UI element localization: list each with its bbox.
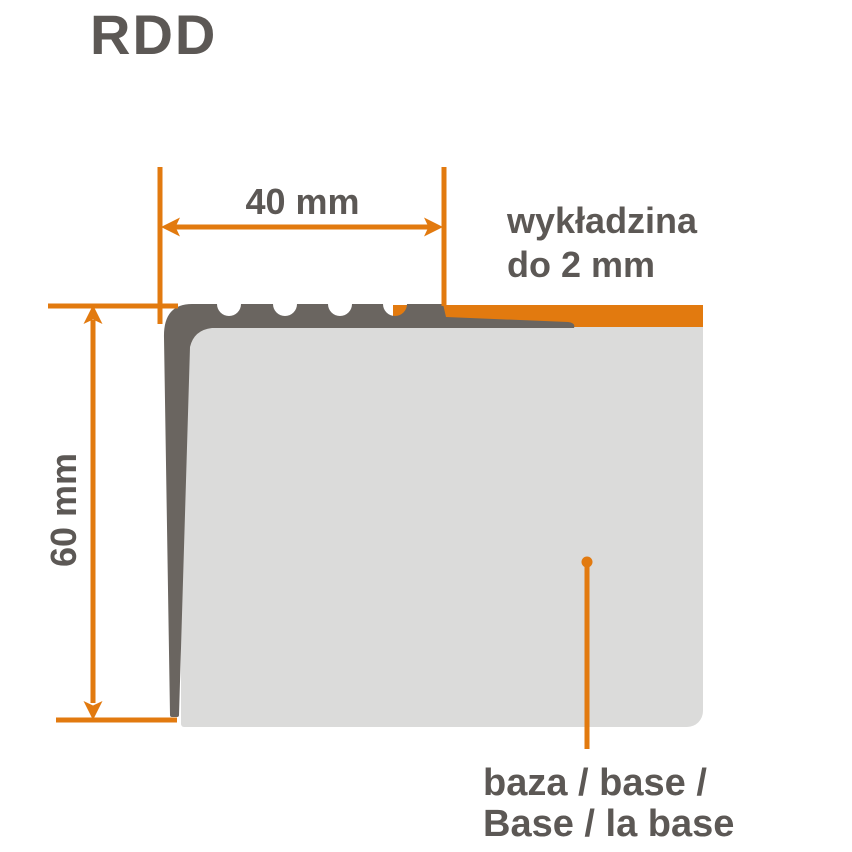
- dimension-width: [157, 167, 447, 324]
- covering-label-line2: do 2 mm: [507, 244, 656, 285]
- extension-line-right: [441, 167, 447, 306]
- arrow-up-icon: [83, 305, 103, 324]
- arrow-right-icon: [424, 217, 443, 237]
- leader-line: [584, 562, 590, 749]
- base-shape: [181, 327, 703, 727]
- arrow-left-icon: [161, 217, 180, 237]
- base-label-line2: Base / la base: [483, 803, 735, 845]
- dimension-line-vertical: [90, 320, 96, 703]
- width-dimension-label: 40 mm: [245, 181, 360, 222]
- base-label-line1: baza / base /: [483, 762, 707, 804]
- base-leader: [581, 556, 593, 749]
- page-title: RDD: [90, 3, 218, 66]
- covering-label: wykładzina do 2 mm: [507, 199, 697, 287]
- dimension-line-horizontal: [174, 224, 430, 230]
- base-label: baza / base / Base / la base: [483, 763, 734, 845]
- height-dimension-label: 60 mm: [43, 452, 84, 568]
- extension-line-top: [48, 303, 178, 309]
- arrow-down-icon: [83, 701, 103, 720]
- covering-label-line1: wykładzina: [507, 200, 698, 241]
- dimension-height: [48, 303, 178, 723]
- extension-line-bottom: [56, 717, 177, 723]
- extension-line-left: [157, 167, 163, 324]
